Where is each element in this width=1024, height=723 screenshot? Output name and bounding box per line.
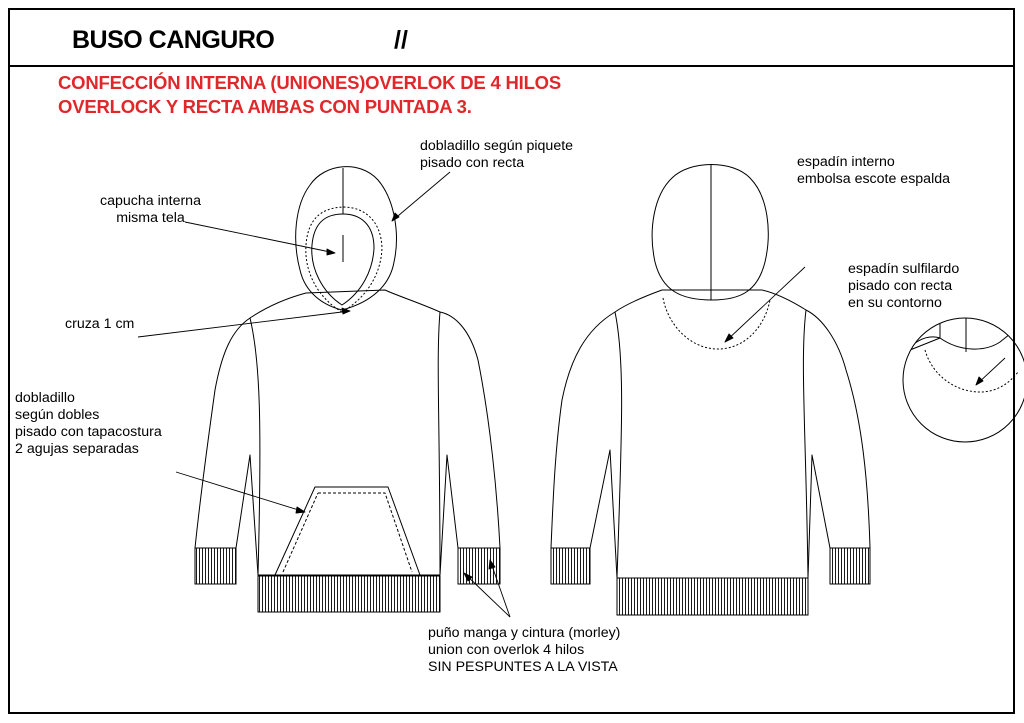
arrowhead-hood-hem	[391, 212, 400, 222]
leader-lines	[137, 171, 1006, 618]
front-waistband	[257, 575, 441, 613]
front-right-cuff-border	[457, 547, 501, 585]
arrowhead-rib-right	[488, 559, 496, 570]
kangaroo-pocket-stitch	[282, 492, 413, 573]
front-right-armhole	[437, 311, 441, 576]
arrowhead-cross	[341, 307, 351, 315]
back-hood	[651, 164, 769, 301]
front-hood	[295, 166, 397, 311]
back-right-cuff-border	[829, 547, 871, 585]
arrowhead-detail	[975, 376, 984, 386]
arrowhead-pocket-hem	[295, 506, 306, 514]
note-rib: puño manga y cintura (morley)union con o…	[428, 625, 621, 675]
detail-facing-stitch	[924, 349, 1019, 393]
front-left-cuff-border	[194, 547, 237, 585]
back-body	[550, 289, 871, 579]
leader-hood-hem	[391, 171, 451, 222]
sheet-separator: //	[394, 26, 408, 54]
back-waistband-border	[616, 577, 809, 616]
spec-sheet: BUSO CANGURO //	[8, 8, 1015, 714]
back-left-cuff-border	[550, 547, 591, 585]
leader-facing	[724, 266, 806, 343]
arrowhead-facing	[724, 333, 734, 343]
sheet-title: BUSO CANGURO	[72, 26, 275, 54]
neck-detail	[902, 317, 1024, 443]
back-waistband	[616, 577, 809, 616]
back-left-armhole	[614, 311, 623, 579]
construction-spec-line-2: OVERLOCK Y RECTA AMBAS CON PUNTADA 3.	[58, 96, 472, 117]
construction-spec-line-1: CONFECCIÓN INTERNA (UNIONES)OVERLOK DE 4…	[58, 72, 562, 93]
front-view	[194, 166, 501, 613]
sheet-header: BUSO CANGURO //	[10, 10, 1013, 67]
detail-circle	[902, 317, 1024, 443]
leader-cross	[137, 310, 351, 338]
back-left-cuff	[550, 547, 591, 585]
back-neck-facing-stitch	[662, 297, 771, 350]
back-right-armhole	[802, 309, 809, 579]
front-waistband-border	[257, 575, 441, 613]
back-right-cuff	[829, 547, 871, 585]
leader-pocket-hem	[175, 471, 306, 513]
note-cross: cruza 1 cm	[65, 316, 135, 332]
arrowhead-hood-lining	[326, 248, 336, 256]
hood-opening-stitch	[305, 206, 383, 313]
front-body	[194, 289, 501, 576]
back-view	[550, 164, 871, 616]
front-left-cuff	[194, 547, 237, 585]
leader-rib-left	[463, 572, 511, 618]
leader-hood-lining	[184, 221, 336, 254]
leader-rib-right	[489, 559, 511, 618]
arrowhead-rib-left	[463, 572, 473, 582]
front-left-armhole	[249, 317, 261, 576]
kangaroo-pocket	[274, 486, 421, 576]
